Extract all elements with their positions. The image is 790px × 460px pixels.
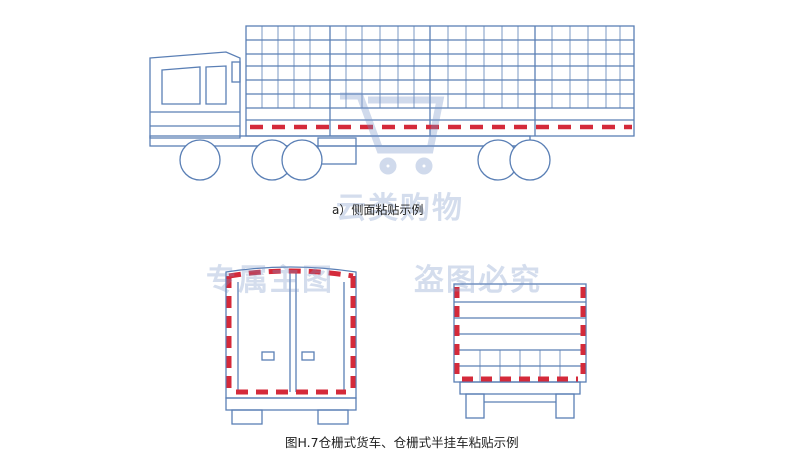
figure-caption: 图H.7仓栅式货车、仓栅式半挂车粘贴示例 (285, 435, 519, 450)
side-view-caption: a）侧面粘贴示例 (332, 203, 424, 217)
rear-box-reflective-frame (226, 268, 356, 395)
side-view-truck (149, 25, 635, 181)
watermark-notice-right: 盗图必究 (414, 263, 542, 298)
rear-view-fence-truck (453, 283, 587, 419)
rear-view-box-truck (225, 266, 357, 425)
rear-fence-reflective-frame (454, 287, 586, 382)
watermark-brand: 云类购物 (336, 191, 464, 226)
watermark-cart-icon (340, 92, 445, 175)
watermark-notice-left: 专属主图 (206, 263, 334, 298)
